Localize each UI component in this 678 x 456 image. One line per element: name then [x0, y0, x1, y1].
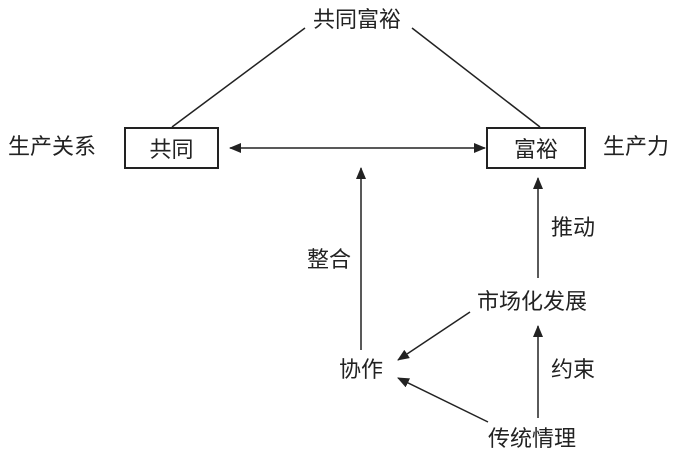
top-title: 共同富裕	[313, 8, 402, 33]
roof-line-left	[171, 27, 306, 128]
integrate-label: 整合	[307, 248, 352, 273]
right-box: 富裕	[486, 127, 586, 169]
tradition-to-cooperation-arrow	[397, 377, 489, 423]
push-label: 推动	[551, 216, 596, 241]
roof-line-right	[411, 27, 541, 128]
market-to-cooperation-arrow	[397, 311, 471, 361]
constraint-label: 约束	[551, 358, 596, 383]
cooperation-node: 协作	[339, 358, 384, 383]
right-side-label: 生产力	[603, 135, 670, 160]
market-node: 市场化发展	[477, 290, 588, 315]
left-side-label: 生产关系	[8, 135, 97, 160]
left-box: 共同	[124, 127, 219, 169]
tradition-node: 传统情理	[488, 427, 577, 452]
